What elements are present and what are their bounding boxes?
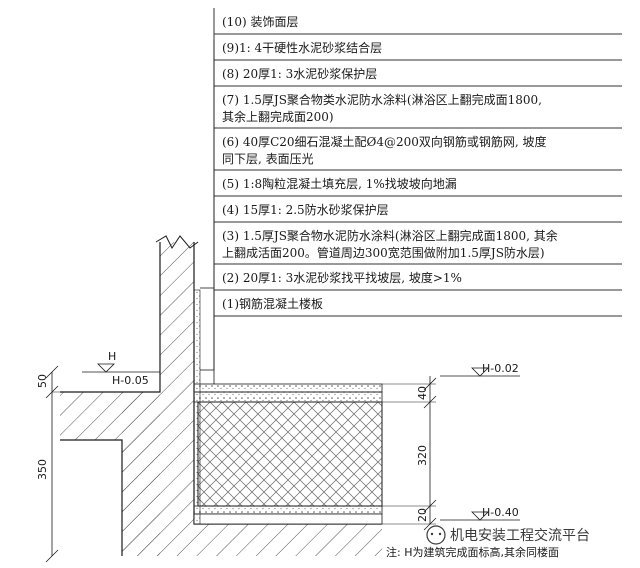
layer-row-text: (5) 1:8陶粒混凝土填充层, 1%找坡坡向地漏 <box>222 176 457 191</box>
dim-left-upper: 50 <box>36 374 49 388</box>
layer-table: (10) 装饰面层 (9)1: 4干硬性水泥砂浆结合层 (8) 20厚1: 3水泥砂… <box>213 8 622 370</box>
leader-lines <box>200 40 215 384</box>
dim-right-bottom: 20 <box>416 508 429 522</box>
layer-row-text: 其余上翻完成面200) <box>222 109 334 124</box>
dim-right-top: 40 <box>416 386 429 400</box>
layer-row-text: (6) 40厚C20细石混凝土配Ø4@200双向钢筋或钢筋网, 坡度 <box>222 134 547 149</box>
left-level-value: H-0.05 <box>112 374 149 387</box>
layer-row: (5) 1:8陶粒混凝土填充层, 1%找坡坡向地漏 <box>214 176 622 197</box>
layer-row-text: (9)1: 4干硬性水泥砂浆结合层 <box>222 40 382 55</box>
layer-row: (3) 1.5厚JS聚合物水泥防水涂料(淋浴区上翻完成面1800, 其余上翻成活… <box>214 228 622 265</box>
chat-bubble-icon <box>426 525 446 545</box>
layer-row: (4) 15厚1: 2.5防水砂浆保护层 <box>214 202 622 223</box>
layer-row-text: (10) 装饰面层 <box>222 15 298 29</box>
level-marker-left: H H-0.05 <box>82 350 160 387</box>
left-level-h: H <box>108 350 116 363</box>
right-bottom-level: H-0.40 <box>482 506 519 519</box>
dim-left-lower: 350 <box>36 459 49 480</box>
right-top-level: H-0.02 <box>482 362 519 375</box>
layer-row-text: (1)钢筋混凝土楼板 <box>222 296 323 311</box>
layer-row-text: 上翻成活面200。管道周边300宽范围做附加1.5厚JS防水层) <box>222 245 545 260</box>
layer-row: (2) 20厚1: 3水泥砂浆找平找坡层, 坡度>1% <box>214 270 622 291</box>
layer-row: (1)钢筋混凝土楼板 <box>214 296 622 317</box>
layer-row: (8) 20厚1: 3水泥砂浆保护层 <box>214 66 622 87</box>
dimension-right: 40 320 20 <box>382 376 437 531</box>
layer-row: (9)1: 4干硬性水泥砂浆结合层 <box>214 40 622 61</box>
layer-row-text: (3) 1.5厚JS聚合物水泥防水涂料(淋浴区上翻完成面1800, 其余 <box>222 228 558 243</box>
layer-row-text: (4) 15厚1: 2.5防水砂浆保护层 <box>222 202 389 217</box>
layer-row: (10) 装饰面层 <box>214 15 622 35</box>
watermark-text: 机电安装工程交流平台 <box>450 527 590 544</box>
dimension-left: 50 350 <box>36 365 70 563</box>
layer-row: (7) 1.5厚JS聚合物类水泥防水涂料(淋浴区上翻完成面1800, 其余上翻完成… <box>214 92 622 129</box>
finish-layers <box>193 289 383 525</box>
watermark: 机电安装工程交流平台 <box>426 525 590 545</box>
footnote: 注: H为建筑完成面标高,其余同楼面 <box>386 545 559 559</box>
layer-row-text: (8) 20厚1: 3水泥砂浆保护层 <box>222 66 377 81</box>
level-marker-right-top: H-0.02 <box>440 362 520 377</box>
layer-row-text: (2) 20厚1: 3水泥砂浆找平找坡层, 坡度>1% <box>222 270 462 285</box>
dim-right-mid: 320 <box>416 445 429 466</box>
layer-row-text: (7) 1.5厚JS聚合物类水泥防水涂料(淋浴区上翻完成面1800, <box>222 92 542 107</box>
layer-row-text: 同下层, 表面压光 <box>222 152 314 166</box>
level-marker-right-bottom: H-0.40 <box>440 506 520 521</box>
